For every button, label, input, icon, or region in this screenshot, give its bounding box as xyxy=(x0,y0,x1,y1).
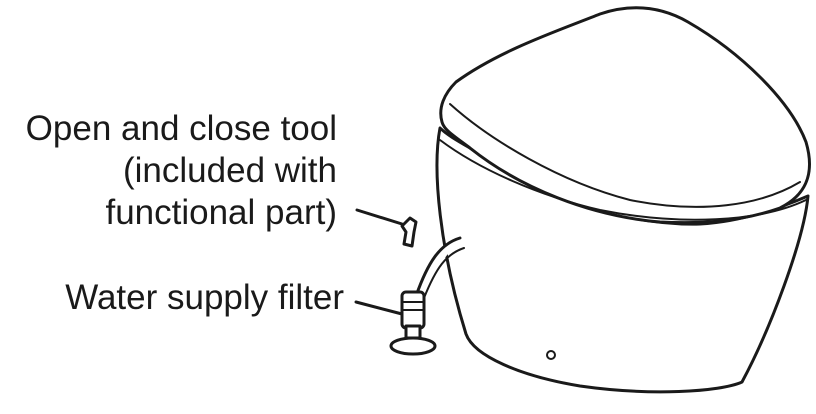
open-close-tool-label-line1: Open and close tool xyxy=(25,109,337,148)
drain-button xyxy=(546,350,556,360)
tool-leader-line xyxy=(355,208,404,226)
supply-hose xyxy=(414,236,462,298)
filter-base xyxy=(389,336,437,356)
water-supply-filter-label: Water supply filter xyxy=(65,277,344,319)
open-close-tool-icon xyxy=(400,216,418,248)
filter-stem xyxy=(404,324,422,340)
open-close-tool-label-line3: functional part) xyxy=(105,193,337,232)
supply-hose-inner xyxy=(423,247,465,299)
filter-leader-line xyxy=(354,300,404,316)
open-close-tool-label: Open and close tool (included with funct… xyxy=(26,108,337,234)
toilet-lid xyxy=(439,6,811,225)
seat-line xyxy=(439,139,807,221)
open-close-tool-label-line2: (included with xyxy=(123,151,337,190)
lid-edge xyxy=(449,103,801,208)
water-supply-filter-label-text: Water supply filter xyxy=(65,278,344,317)
